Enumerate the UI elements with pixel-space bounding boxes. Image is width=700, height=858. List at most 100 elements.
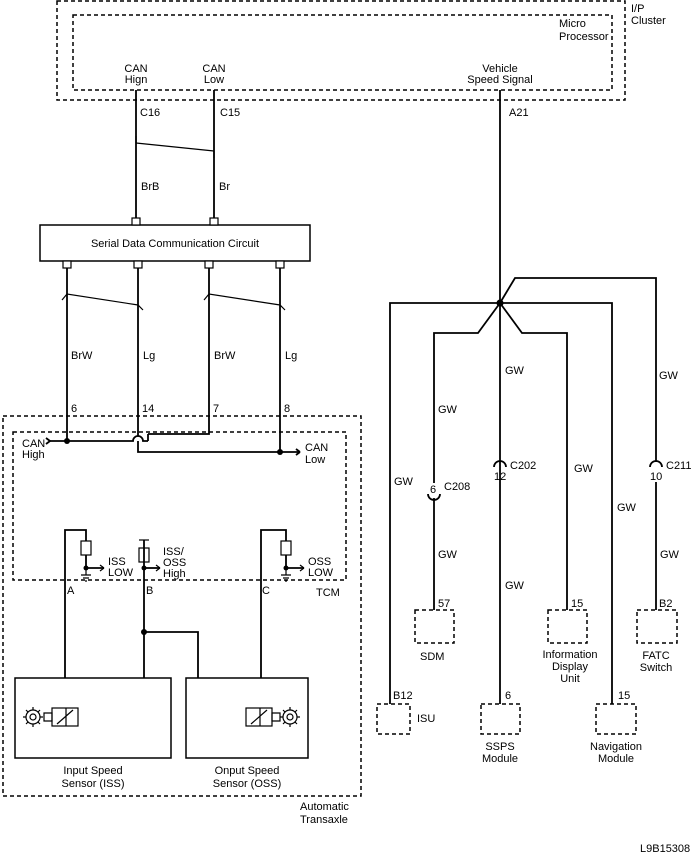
micro-processor-outline: [72, 14, 613, 91]
iss-low-label: LOW: [108, 567, 134, 579]
twisted-pair-mark: [61, 293, 144, 311]
twisted-pair-mark: [203, 293, 286, 311]
sensor-coil-icon: [56, 708, 74, 726]
can-wires-bottom: BrW Lg BrW Lg 6 14 7 8: [61, 268, 297, 452]
connector-c202: 12 C202: [493, 460, 536, 483]
wire-color-brw: BrW: [71, 350, 93, 362]
cluster-can-high-label: CAN: [124, 63, 147, 75]
twisted-pair-mark: [135, 136, 215, 158]
oss-label: Onput Speed: [215, 765, 280, 777]
module-isu: B12 ISU: [376, 690, 435, 735]
fatc-label: Switch: [640, 662, 672, 674]
ground-icon: [81, 568, 91, 582]
module-fatc: B2 FATC Switch: [636, 598, 678, 674]
micro-processor-label: Processor: [559, 31, 609, 43]
connector-icon: [493, 460, 507, 468]
figure-id: L9B15308: [640, 843, 690, 855]
ip-cluster-outline: [56, 0, 626, 101]
navigation-label: Module: [598, 753, 634, 765]
pin-6: 6: [71, 403, 77, 415]
wire-isu: [389, 302, 500, 704]
cluster-vss-label: Vehicle: [482, 63, 517, 75]
wire-sdm: [433, 302, 501, 483]
wire-info: [499, 302, 568, 610]
module-navigation: 15 Navigation Module: [590, 690, 642, 765]
wire-color-gw: GW: [438, 549, 458, 561]
serial-data-circuit: Serial Data Communication Circuit: [39, 217, 311, 269]
isu-label: ISU: [417, 713, 435, 725]
wire-color-gw: GW: [660, 549, 680, 561]
iss-oss-high-label: OSS: [163, 557, 186, 569]
vehicle-speed-network: GW GW GW GW GW GW GW: [389, 90, 679, 704]
module-ssps: 6 SSPS Module: [480, 690, 521, 765]
connector-c211: 10 C211 GW: [649, 460, 691, 610]
connector-c208-pin: 6: [430, 484, 436, 496]
info-display-label: Display: [552, 661, 589, 673]
navigation-label: Navigation: [590, 741, 642, 753]
wire-fatc: [499, 277, 657, 462]
serial-circuit-label: Serial Data Communication Circuit: [91, 238, 259, 250]
tcm-can-low-label: CAN: [305, 442, 328, 454]
ssps-label: Module: [482, 753, 518, 765]
automatic-transaxle: Automatic Transaxle: [2, 415, 362, 826]
tcm-label: TCM: [316, 587, 340, 599]
ip-cluster: I/P Cluster Micro Processor CAN Hign CAN…: [56, 0, 666, 101]
serial-circuit-box: [39, 224, 311, 262]
info-display-label: Information: [542, 649, 597, 661]
tcm: TCM CAN High CAN Low ISS LOW ISS/ OSS Hi…: [12, 431, 347, 740]
connector-c208: 6 C208 GW: [427, 481, 470, 610]
tcm-can-high-label: CAN: [22, 438, 45, 450]
oss-box: [185, 677, 309, 759]
resistor-icon: [138, 547, 150, 563]
iss-oss-high-label: ISS/: [163, 546, 185, 558]
arrow-icon: [99, 564, 105, 572]
isu-pin: B12: [393, 690, 413, 702]
oss-label: Sensor (OSS): [213, 778, 281, 790]
module-sdm: 57 SDM: [414, 598, 455, 663]
wire-brw-2: [148, 268, 210, 435]
sensor-coil-icon: [43, 712, 53, 722]
micro-processor-label: Micro: [559, 18, 586, 30]
pin-a21: A21: [509, 107, 529, 119]
connector-c202-label: C202: [510, 460, 536, 472]
wire-color-gw: GW: [505, 365, 525, 377]
arrow-icon: [295, 448, 301, 456]
gear-icon: [23, 707, 43, 727]
tcm-can-bus: [50, 435, 300, 453]
connector-pin: [131, 217, 141, 226]
wire-color-gw: GW: [438, 404, 458, 416]
arrow-icon: [45, 437, 51, 445]
cluster-can-low-label: Low: [204, 74, 224, 86]
sdm-pin: 57: [438, 598, 450, 610]
info-display-pin: 15: [571, 598, 583, 610]
wire-color-lg: Lg: [285, 350, 297, 362]
ssps-pin: 6: [505, 690, 511, 702]
navigation-box: [595, 703, 637, 735]
ground-icon: [281, 568, 291, 582]
junction-dot: [277, 449, 283, 455]
connector-icon: [649, 460, 663, 468]
connector-pin: [275, 260, 285, 269]
wire-color-gw: GW: [574, 463, 594, 475]
fatc-pin: B2: [659, 598, 672, 610]
isu-box: [376, 703, 411, 735]
wire-color-gw: GW: [394, 476, 414, 488]
connector-c211-label: C211: [666, 460, 691, 472]
ssps-box: [480, 703, 521, 735]
info-display-box: [547, 609, 588, 644]
connector-pin: [133, 260, 143, 269]
sensor-coil-icon: [250, 708, 268, 726]
resistor-icon: [80, 540, 92, 556]
wire-color-brw: BrW: [214, 350, 236, 362]
iss-signal-wire: [64, 529, 87, 714]
resistor-icon: [280, 540, 292, 556]
pin-7: 7: [213, 403, 219, 415]
iss-label: Input Speed: [63, 765, 122, 777]
iss-box: [14, 677, 172, 759]
module-info-display: 15 Information Display Unit: [542, 598, 597, 685]
connector-c211-pin: 10: [650, 471, 662, 483]
ip-cluster-label: Cluster: [631, 15, 666, 27]
junction-dot: [64, 438, 70, 444]
arrow-icon: [299, 564, 305, 572]
